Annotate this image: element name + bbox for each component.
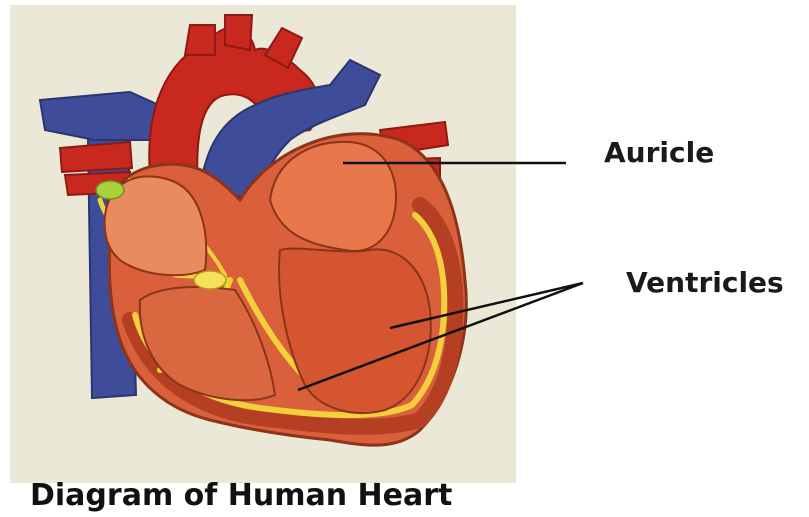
auricle-label: Auricle bbox=[604, 136, 714, 169]
ventricles-label: Ventricles bbox=[626, 266, 784, 299]
pulmonary-vein-left bbox=[60, 142, 132, 172]
diagram-caption: Diagram of Human Heart bbox=[30, 478, 452, 513]
aorta-branch-1 bbox=[185, 25, 215, 55]
aorta-branch-2 bbox=[225, 15, 252, 50]
sa-node bbox=[96, 181, 124, 199]
av-node bbox=[194, 271, 226, 289]
